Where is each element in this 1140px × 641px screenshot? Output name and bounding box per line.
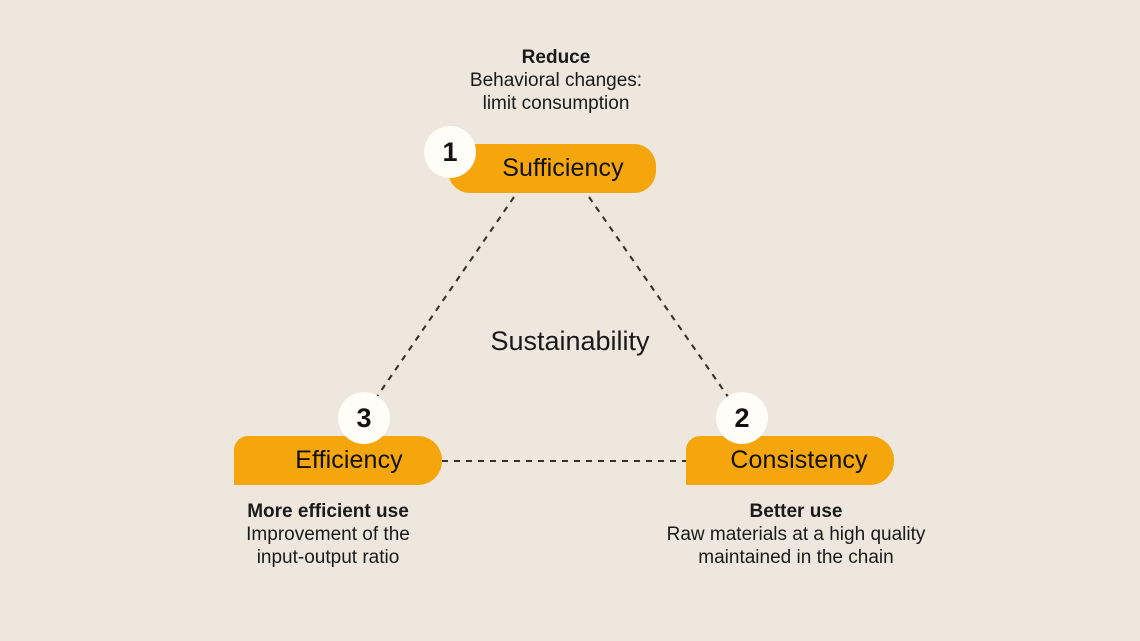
badge-number-1: 1 <box>424 126 476 178</box>
caption-efficiency-line1: Improvement of the <box>246 524 410 546</box>
caption-sufficiency-heading: Reduce <box>521 47 591 68</box>
caption-sufficiency-line1: Behavioral changes: <box>469 70 643 92</box>
caption-sufficiency: Reduce Behavioral changes: limit consump… <box>370 46 742 116</box>
badge-number-3: 3 <box>338 392 390 444</box>
edge-sufficiency-to-consistency <box>588 196 732 402</box>
caption-consistency-heading: Better use <box>749 501 843 522</box>
badge-number-2: 2 <box>716 392 768 444</box>
node-efficiency-label: Efficiency <box>295 446 403 474</box>
caption-consistency-line1: Raw materials at a high quality <box>666 524 926 546</box>
caption-consistency-line2: maintained in the chain <box>698 547 894 569</box>
caption-efficiency-heading: More efficient use <box>247 501 409 522</box>
node-consistency[interactable]: Consistency <box>686 436 894 485</box>
caption-efficiency-line2: input-output ratio <box>256 547 400 569</box>
node-sufficiency-label: Sufficiency <box>502 154 624 182</box>
caption-efficiency: More efficient use Improvement of the in… <box>142 500 514 570</box>
node-consistency-label: Consistency <box>730 446 868 474</box>
node-efficiency[interactable]: Efficiency <box>234 436 442 485</box>
node-sufficiency[interactable]: Sufficiency <box>448 144 656 193</box>
edge-sufficiency-to-efficiency <box>373 196 515 402</box>
center-label: Sustainability <box>490 326 650 356</box>
caption-sufficiency-line2: limit consumption <box>482 93 630 115</box>
caption-consistency: Better use Raw materials at a high quali… <box>610 500 982 570</box>
